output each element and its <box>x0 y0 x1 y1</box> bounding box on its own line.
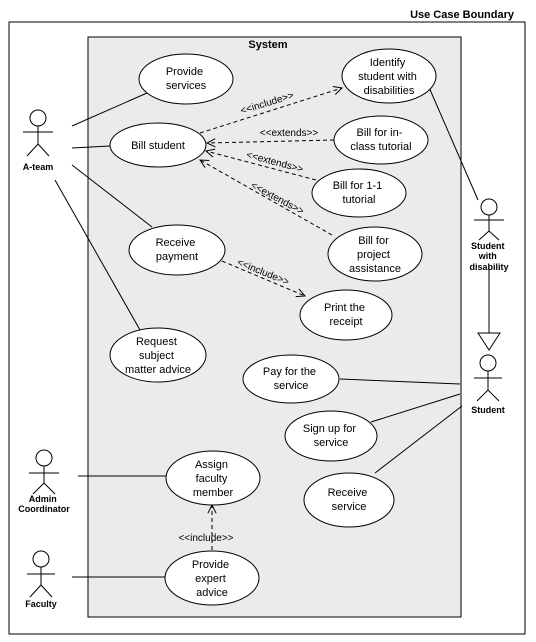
use-case-boundary <box>8 21 526 635</box>
actor-admin[interactable] <box>29 449 59 495</box>
actor-faculty-label: Faculty <box>25 599 57 609</box>
uc-assign-faculty-label: Assign faculty member <box>193 459 234 499</box>
uc-sign-up[interactable] <box>284 410 378 462</box>
assoc-ateam-request-advice <box>54 179 141 331</box>
system-label: System <box>248 39 287 51</box>
uc-identify-student[interactable] <box>341 48 437 104</box>
uc-receive-payment[interactable] <box>128 224 226 276</box>
include-payment-receipt <box>221 260 305 296</box>
assoc-student-receive-service <box>374 405 463 474</box>
uc-provide-services[interactable] <box>138 53 234 105</box>
uc-provide-expert[interactable] <box>164 550 260 606</box>
actor-student-head <box>479 354 497 372</box>
extends-11-bill <box>206 151 317 181</box>
uc-receive-payment-label: Receive payment <box>156 237 199 263</box>
uc-bill-student-label: Bill student <box>131 140 185 152</box>
generalization-arrowhead <box>477 332 501 351</box>
use-cases <box>109 48 437 606</box>
uc-bill-inclass[interactable] <box>333 115 429 165</box>
actor-student-label: Student <box>471 405 505 415</box>
uc-bill-11[interactable] <box>311 168 407 218</box>
actor-admin-head <box>35 449 53 467</box>
uc-bill-11-label: Bill for 1-1 tutorial <box>333 180 386 206</box>
boundary-label: Use Case Boundary <box>410 9 515 21</box>
actor-ateam[interactable] <box>23 109 53 157</box>
actor-student-disability-label: Student with disability <box>469 241 508 272</box>
assoc-ateam-provide-services <box>71 92 148 127</box>
uc-request-advice-label: Request subject matter advice <box>125 336 191 376</box>
extends-project-bill <box>200 160 333 236</box>
actor-ateam-label: A-team <box>23 162 54 172</box>
uc-receive-service-label: Receive service <box>328 487 371 513</box>
uc-assign-faculty[interactable] <box>165 450 261 506</box>
use-case-labels: Provide services Identify student with d… <box>125 57 420 599</box>
actor-admin-label: Admin Coordinator <box>18 494 70 514</box>
actor-student[interactable] <box>474 354 502 402</box>
uc-sign-up-label: Sign up for service <box>303 423 359 449</box>
uc-identify-student-label: Identify student with disabilities <box>358 57 420 97</box>
actor-student-disability[interactable] <box>474 198 504 241</box>
label-extends-inclass: <<extends>> <box>260 128 319 139</box>
actor-student-disability-head <box>480 198 498 216</box>
actor-ateam-head <box>29 109 47 127</box>
uc-request-advice[interactable] <box>109 327 207 383</box>
uc-provide-services-label: Provide services <box>166 66 207 92</box>
assoc-ateam-receive-payment <box>71 164 153 228</box>
associations <box>54 84 479 578</box>
uc-pay-service-label: Pay for the service <box>263 366 319 392</box>
actor-faculty-head <box>32 550 50 568</box>
uc-print-receipt[interactable] <box>299 289 393 341</box>
uc-bill-student[interactable] <box>109 122 207 168</box>
uc-pay-service[interactable] <box>242 354 340 404</box>
assoc-ateam-bill-student <box>71 145 111 149</box>
assoc-identify-student-disability <box>427 84 479 201</box>
assoc-student-signup <box>370 393 461 423</box>
uc-bill-project-label: Bill for project assistance <box>349 235 401 275</box>
uc-bill-project[interactable] <box>327 226 423 282</box>
assoc-student-pay <box>339 378 461 385</box>
uc-provide-expert-label: Provide expert advice <box>192 559 232 599</box>
extends-inclass-bill <box>207 140 335 143</box>
label-include-assign: <<include>> <box>178 533 233 544</box>
include-bill-identify <box>199 88 342 134</box>
actor-faculty[interactable] <box>27 550 55 598</box>
uc-print-receipt-label: Print the receipt <box>324 302 368 328</box>
uc-receive-service[interactable] <box>303 472 395 528</box>
uc-bill-inclass-label: Bill for in- class tutorial <box>350 127 411 153</box>
dependencies <box>200 88 342 557</box>
